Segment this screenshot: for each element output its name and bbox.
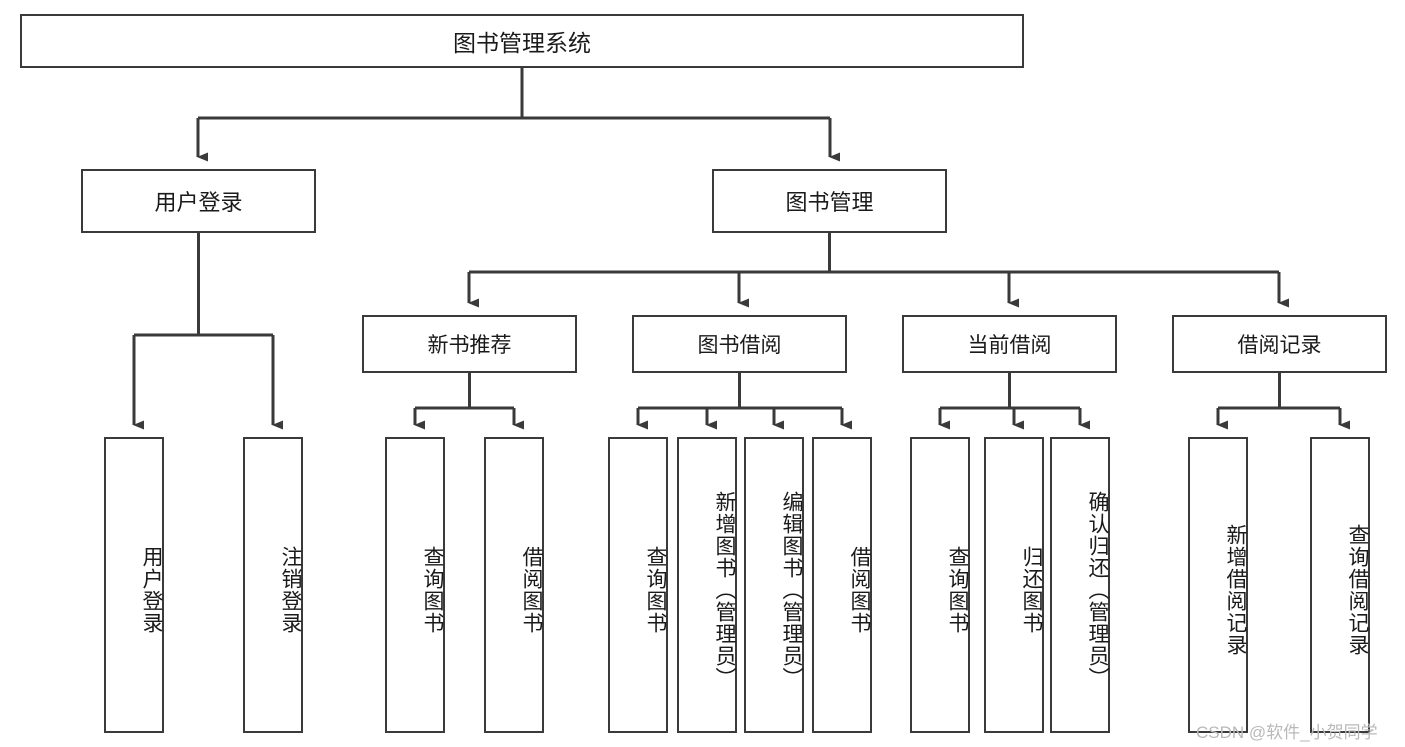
leaf-borrow-book-rec-label: 借阅图书 — [520, 546, 543, 634]
leaf-user-login[interactable]: 用户登录 — [104, 437, 164, 733]
node-new-book-recommend-label: 新书推荐 — [427, 334, 512, 357]
leaf-query-book-current-label: 查询图书 — [946, 546, 969, 634]
leaf-borrow-book-rec[interactable]: 借阅图书 — [484, 437, 544, 733]
leaf-edit-book-admin[interactable]: 编辑图书（管理员） — [744, 437, 804, 733]
node-root[interactable]: 图书管理系统 — [20, 14, 1024, 68]
leaf-add-borrow-record[interactable]: 新增借阅记录 — [1188, 437, 1248, 733]
node-book-borrow[interactable]: 图书借阅 — [632, 315, 847, 373]
leaf-query-book-rec[interactable]: 查询图书 — [385, 437, 445, 733]
node-book-management[interactable]: 图书管理 — [712, 169, 947, 233]
leaf-query-borrow-record[interactable]: 查询借阅记录 — [1310, 437, 1370, 733]
leaf-query-book-borrow[interactable]: 查询图书 — [608, 437, 668, 733]
leaf-query-book-rec-label: 查询图书 — [421, 546, 444, 634]
leaf-query-book-current[interactable]: 查询图书 — [910, 437, 970, 733]
leaf-user-login-label: 用户登录 — [140, 546, 163, 634]
leaf-return-book-label: 归还图书 — [1020, 546, 1043, 634]
node-user-login-label: 用户登录 — [154, 190, 243, 215]
leaf-add-borrow-record-label: 新增借阅记录 — [1224, 524, 1247, 656]
leaf-borrow-book[interactable]: 借阅图书 — [812, 437, 872, 733]
node-current-borrow[interactable]: 当前借阅 — [902, 315, 1117, 373]
leaf-confirm-return-admin[interactable]: 确认归还（管理员） — [1050, 437, 1110, 733]
node-book-management-label: 图书管理 — [785, 190, 874, 215]
node-root-label: 图书管理系统 — [453, 30, 591, 56]
node-borrow-record-label: 借阅记录 — [1237, 334, 1322, 357]
leaf-add-book-admin-label: 新增图书（管理员） — [713, 491, 736, 689]
node-book-borrow-label: 图书借阅 — [697, 334, 782, 357]
leaf-add-book-admin[interactable]: 新增图书（管理员） — [677, 437, 737, 733]
leaf-borrow-book-label: 借阅图书 — [848, 546, 871, 634]
leaf-query-borrow-record-label: 查询借阅记录 — [1346, 524, 1369, 656]
leaf-logout-login[interactable]: 注销登录 — [243, 437, 303, 733]
leaf-confirm-return-admin-label: 确认归还（管理员） — [1086, 491, 1109, 689]
leaf-return-book[interactable]: 归还图书 — [984, 437, 1044, 733]
node-borrow-record[interactable]: 借阅记录 — [1172, 315, 1387, 373]
leaf-logout-login-label: 注销登录 — [279, 546, 302, 634]
node-current-borrow-label: 当前借阅 — [967, 334, 1052, 357]
leaf-edit-book-admin-label: 编辑图书（管理员） — [780, 491, 803, 689]
node-user-login[interactable]: 用户登录 — [81, 169, 316, 233]
leaf-query-book-borrow-label: 查询图书 — [644, 546, 667, 634]
node-new-book-recommend[interactable]: 新书推荐 — [362, 315, 577, 373]
